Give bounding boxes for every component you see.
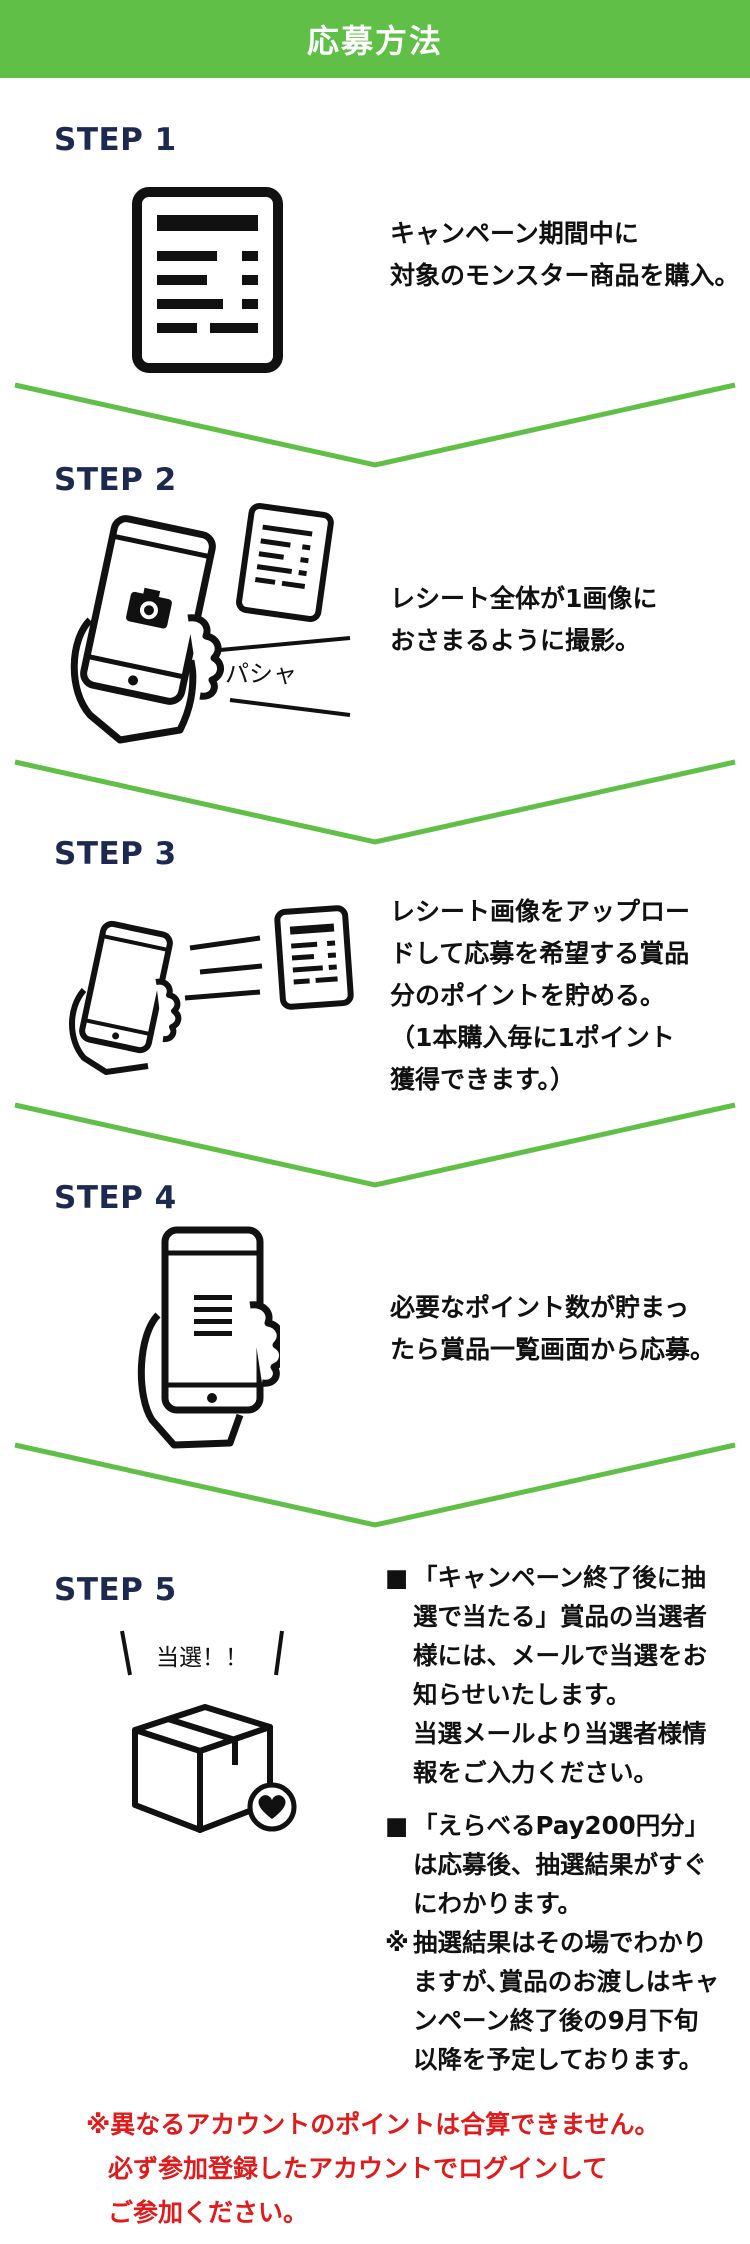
win-caption: 当選！！ [156,1645,248,1671]
account-warning: ※異なるアカウントのポイントは合算できません。 必ず参加登録したアカウントでログ… [86,2103,726,2235]
step-3-line: 獲得できます。） [390,1065,576,1094]
step-5-notes: ■ 「キャンペーン終了後に抽 選で当たる」賞品の当選者 様には、メールで当選をお… [385,1558,735,2079]
page-title: 応募方法 [306,22,443,60]
note-line: 選で当たる」賞品の当選者 [413,1602,707,1631]
step-3-line: 分のポイントを貯める。 [390,981,666,1010]
note-line: にわかります。 [413,1889,583,1918]
step-1-line: キャンペーン期間中に [390,219,639,248]
note-item: ■ 「えらべるPay200円分」 は応募後、抽選結果がすぐ にわかります。 [385,1806,735,1923]
step-2-text: レシート全体が1画像に おさまるように撮影。 [390,578,657,662]
step-4-text: 必要なポイント数が貯まっ たら賞品一覧画面から応募。 [390,1287,715,1371]
receipt-icon [132,187,283,373]
step-divider [14,1442,736,1528]
note-line: 様には、メールで当選をお [413,1641,707,1670]
note-line: は応募後、抽選結果がすぐ [413,1850,707,1879]
note-line: 以降を予定しております。 [413,2045,704,2074]
step-1-text: キャンペーン期間中に 対象のモンスター商品を購入。 [390,213,740,297]
note-asterisk: ※ [385,1928,409,1957]
step-4-label: STEP 4 [54,1180,177,1216]
step-2-line: レシート全体が1画像に [390,584,658,613]
note-line: 「キャンペーン終了後に抽 [413,1563,706,1592]
note-line: 知らせいたします。 [413,1680,631,1709]
note-bullet: ■ [385,1811,409,1840]
note-item: ※ 抽選結果はその場でわかり ますが､賞品のお渡しはキャ ンペーン終了後の9月下… [385,1923,735,2079]
step-3-label: STEP 3 [54,836,177,872]
warning-line: ご参加ください。 [108,2198,309,2227]
note-line: 「えらべるPay200円分」 [413,1811,710,1840]
note-line: 当選メールより当選者様情 [413,1719,707,1748]
note-item: ■ 「キャンペーン終了後に抽 選で当たる」賞品の当選者 様には、メールで当選をお… [385,1558,735,1792]
step-1-line: 対象のモンスター商品を購入。 [390,261,740,290]
note-line: ますが､賞品のお渡しはキャ [413,1967,720,1996]
note-line: ンペーン終了後の9月下旬 [413,2006,699,2035]
step-divider [14,759,736,845]
step-3-line: レシート画像をアップロー [390,897,691,926]
step-2-label: STEP 2 [54,462,177,498]
warning-line: ※異なるアカウントのポイントは合算できません。 [86,2110,660,2139]
warning-line: 必ず参加登録したアカウントでログインして [108,2154,608,2183]
page-header: 応募方法 [0,0,750,78]
phone-upload-icon [69,905,354,1075]
step-divider [14,382,736,468]
step-divider [14,1102,736,1188]
step-4-line: 必要なポイント数が貯まっ [390,1293,690,1322]
step-5-label: STEP 5 [54,1572,177,1608]
note-line: 報をご入力ください。 [413,1758,658,1787]
step-2-line: おさまるように撮影。 [390,626,641,655]
step-3-text: レシート画像をアップロー ドして応募を希望する賞品 分のポイントを貯める。 （1… [390,891,690,1101]
gift-box-heart-icon: 当選！！ [120,1630,297,1833]
phone-menu-icon [137,1226,280,1449]
step-1-label: STEP 1 [54,122,177,158]
phone-camera-icon: パシャ [70,502,351,744]
note-bullet: ■ [385,1563,409,1592]
step-3-line: ドして応募を希望する賞品 [390,939,690,968]
step-3-line: （1本購入毎に1ポイント [390,1023,675,1052]
shutter-sound-caption: パシャ [225,660,297,688]
note-line: 抽選結果はその場でわかり [413,1928,707,1957]
step-4-line: たら賞品一覧画面から応募。 [390,1335,716,1364]
